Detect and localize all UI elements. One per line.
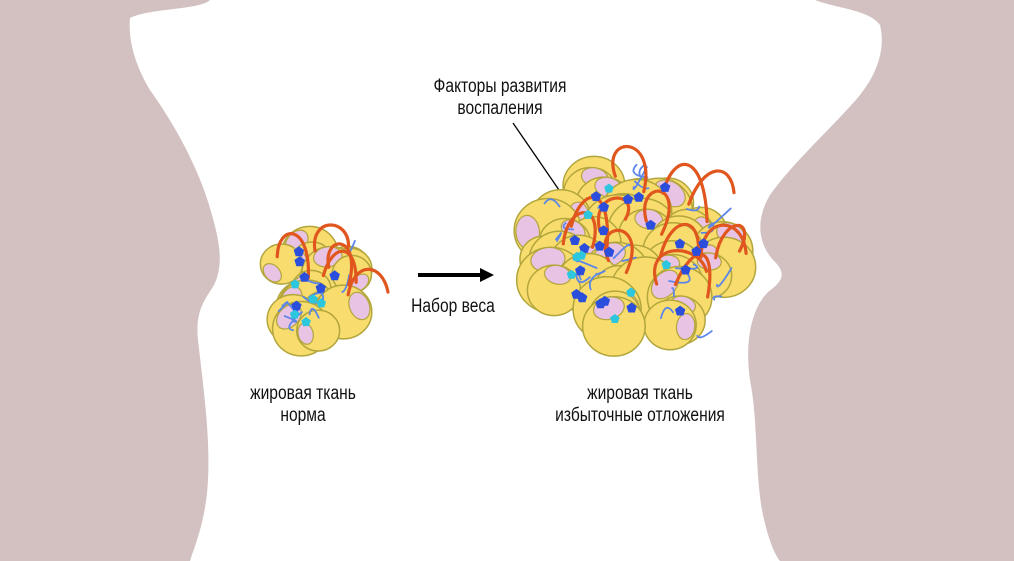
blood-vessel xyxy=(341,274,351,293)
blood-vessel xyxy=(575,273,591,284)
collagen-fiber xyxy=(673,252,712,299)
blood-vessel xyxy=(554,232,563,242)
inflammation-factor-dark-icon xyxy=(674,238,686,249)
factors-label-line1: Факторы развития xyxy=(433,76,567,97)
inflammation-factor-dark-icon xyxy=(622,193,634,204)
silhouette-left-slim xyxy=(0,0,220,561)
blood-vessel xyxy=(660,306,674,320)
inflammation-factor-dark-icon xyxy=(294,256,305,267)
inflammation-factor-dark-icon xyxy=(691,246,702,256)
blood-vessel xyxy=(543,198,561,208)
blood-vessel xyxy=(621,256,637,262)
inflammation-factor-dark-icon xyxy=(698,238,709,249)
inflammation-factor-light-icon xyxy=(626,287,636,297)
adipose-tissue-excess xyxy=(513,144,757,357)
adipose-tissue-normal xyxy=(259,223,390,357)
blood-vessel xyxy=(283,315,298,323)
normal-tissue-line2: норма xyxy=(280,405,326,426)
inflammation-factor-dark-icon xyxy=(595,298,606,309)
collagen-fiber xyxy=(596,196,631,233)
blood-vessel xyxy=(562,222,575,231)
inflammation-factor-light-icon xyxy=(583,209,593,219)
blood-vessel xyxy=(595,270,606,276)
inflammation-factor-light-icon xyxy=(289,309,300,319)
cell-nucleus xyxy=(262,263,282,283)
cell-nucleus xyxy=(675,312,696,341)
inflammation-factor-dark-icon xyxy=(329,270,340,281)
inflammation-factor-light-icon xyxy=(661,259,671,269)
factors-label-line2: воспаления xyxy=(457,98,543,119)
collagen-fiber xyxy=(653,249,709,286)
blood-vessel xyxy=(632,163,649,179)
factors-label: Факторы развития воспаления xyxy=(418,76,582,120)
collagen-fiber xyxy=(312,223,351,253)
cell-nucleus xyxy=(348,291,371,321)
collagen-fiber xyxy=(275,232,310,280)
normal-tissue-label: жировая ткань норма xyxy=(233,383,372,427)
collagen-fiber xyxy=(643,189,671,236)
normal-tissue-line1: жировая ткань xyxy=(250,383,356,404)
inflammation-factor-light-icon xyxy=(566,269,577,279)
collagen-fiber xyxy=(714,223,747,260)
inflammation-factor-dark-icon xyxy=(291,300,302,311)
collagen-fiber xyxy=(687,169,736,206)
inflammation-factor-dark-icon xyxy=(598,225,609,236)
excess-tissue-line1: жировая ткань xyxy=(587,383,693,404)
inflammation-factor-dark-icon xyxy=(674,305,686,316)
blood-vessel xyxy=(634,180,650,190)
blood-vessel xyxy=(712,295,723,301)
inflammation-factor-dark-icon xyxy=(598,201,610,212)
blood-vessel xyxy=(638,164,645,176)
blood-vessel xyxy=(715,267,733,288)
collagen-fiber xyxy=(326,242,354,287)
blood-vessel xyxy=(707,207,732,229)
collagen-fiber xyxy=(661,162,709,224)
blood-vessel xyxy=(277,300,289,313)
inflammation-factor-dark-icon xyxy=(590,191,602,201)
blood-vessel xyxy=(308,308,320,319)
inflammation-factor-light-icon xyxy=(290,279,300,289)
inflammation-factor-light-icon xyxy=(316,298,326,308)
excess-tissue-line2: избыточные отложения xyxy=(555,405,725,426)
weight-gain-label: Набор веса xyxy=(411,296,495,317)
inflammation-factor-dark-icon xyxy=(315,282,326,293)
blood-vessel xyxy=(288,311,303,332)
inflammation-factor-dark-icon xyxy=(680,264,691,275)
blood-vessel xyxy=(588,273,598,291)
inflammation-factor-dark-icon xyxy=(645,219,656,230)
inflammation-factor-dark-icon xyxy=(576,292,588,303)
arrow-icon xyxy=(418,268,494,282)
inflammation-factor-dark-icon xyxy=(603,246,615,257)
inflammation-factor-dark-icon xyxy=(626,302,637,313)
blood-vessel xyxy=(686,205,701,212)
inflammation-factor-dark-icon xyxy=(569,235,581,245)
inflammation-factor-dark-icon xyxy=(579,242,590,253)
excess-tissue-label: жировая ткань избыточные отложения xyxy=(542,383,739,427)
blood-vessel xyxy=(612,243,631,260)
inflammation-factor-dark-icon xyxy=(575,265,586,276)
blood-vessel xyxy=(671,287,675,298)
collagen-fiber xyxy=(346,267,390,297)
inflammation-factor-light-icon xyxy=(576,250,587,260)
collagen-fiber xyxy=(611,144,648,194)
inflammation-factor-dark-icon xyxy=(633,191,644,202)
inflammation-factor-light-icon xyxy=(610,314,620,323)
inflammation-factor-light-icon xyxy=(301,317,311,327)
fat-cell xyxy=(643,299,697,351)
collagen-fiber xyxy=(321,249,358,284)
silhouette-right-overweight xyxy=(748,0,1014,561)
inflammation-factor-dark-icon xyxy=(299,271,310,282)
inflammation-factor-dark-icon xyxy=(659,182,671,192)
inflammation-factor-dark-icon xyxy=(293,246,305,257)
collagen-fiber xyxy=(658,223,701,259)
inflammation-factor-light-icon xyxy=(604,183,614,193)
blood-vessel xyxy=(696,330,713,339)
inflammation-factor-dark-icon xyxy=(594,240,605,251)
inflammation-factor-light-icon xyxy=(308,294,318,304)
